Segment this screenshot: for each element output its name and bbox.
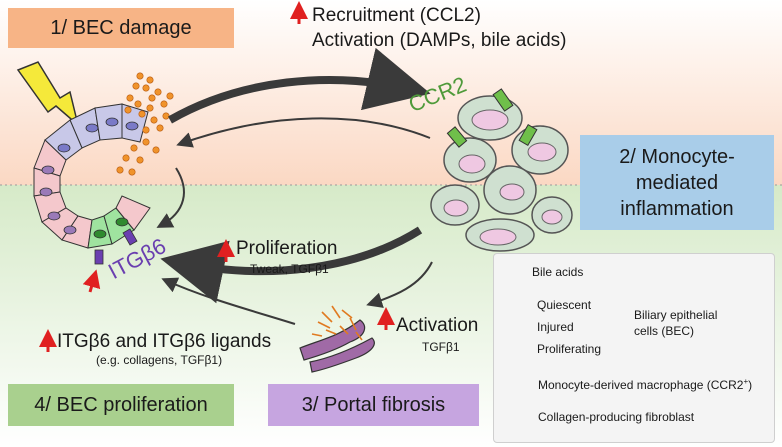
step-1-label: 1/ BEC damage	[50, 16, 192, 39]
legend-bec-line-2: cells (BEC)	[634, 324, 695, 338]
proliferation-sub: Tweak, TGFβ1	[250, 262, 329, 276]
proliferation-label: Proliferation	[236, 238, 338, 259]
step-3-box: 3/ Portal fibrosis	[268, 384, 479, 426]
activation-sub: TGFβ1	[422, 340, 460, 354]
legend	[493, 253, 775, 443]
arrow-fibrosis-to-proliferation	[161, 277, 296, 325]
arrow-inflammation-to-fibrosis	[366, 261, 433, 308]
arrow-damage-to-itgb6	[156, 167, 185, 228]
legend-bile-acids: Bile acids	[532, 265, 584, 279]
step-1-box: 1/ BEC damage	[8, 8, 234, 48]
activation-label: Activation	[396, 315, 479, 336]
ligands-sub: (e.g. collagens, TGFβ1)	[96, 353, 223, 367]
bile-duct-icon	[33, 103, 151, 265]
arrow-damage-to-inflammation	[168, 47, 431, 124]
legend-macrophage: Monocyte-derived macrophage (CCR2+)	[538, 377, 753, 392]
legend-injured: Injured	[537, 320, 574, 334]
step-2-line-1: 2/ Monocyte-	[619, 145, 735, 168]
activation-top-text: Activation (DAMPs, bile acids)	[312, 30, 567, 51]
arrow-inflammation-to-damage	[176, 117, 431, 148]
legend-fibroblast: Collagen-producing fibroblast	[538, 410, 695, 424]
ligands-label: ITGβ6 and ITGβ6 ligands	[57, 331, 272, 352]
legend-quiescent: Quiescent	[537, 298, 592, 312]
step-2-box: 2/ Monocyte- mediated inflammation	[580, 135, 774, 230]
red-up-arrow-icon	[39, 1, 395, 352]
step-3-label: 3/ Portal fibrosis	[301, 393, 446, 416]
bile-acid-dots	[116, 72, 174, 176]
recruitment-text: Recruitment (CCL2)	[312, 5, 481, 26]
step-4-box: 4/ BEC proliferation	[8, 384, 234, 426]
lightning-icon	[16, 61, 80, 128]
step-2-line-3: inflammation	[620, 197, 734, 220]
step-4-label: 4/ BEC proliferation	[34, 393, 208, 416]
legend-proliferating: Proliferating	[537, 342, 602, 356]
step-2-line-2: mediated	[635, 171, 719, 194]
legend-bec-line-1: Biliary epithelial	[634, 308, 718, 322]
macrophage-cluster-icon	[430, 88, 573, 252]
arrow-inflammation-to-proliferation	[160, 226, 423, 304]
fibroblast-icon	[299, 305, 375, 373]
